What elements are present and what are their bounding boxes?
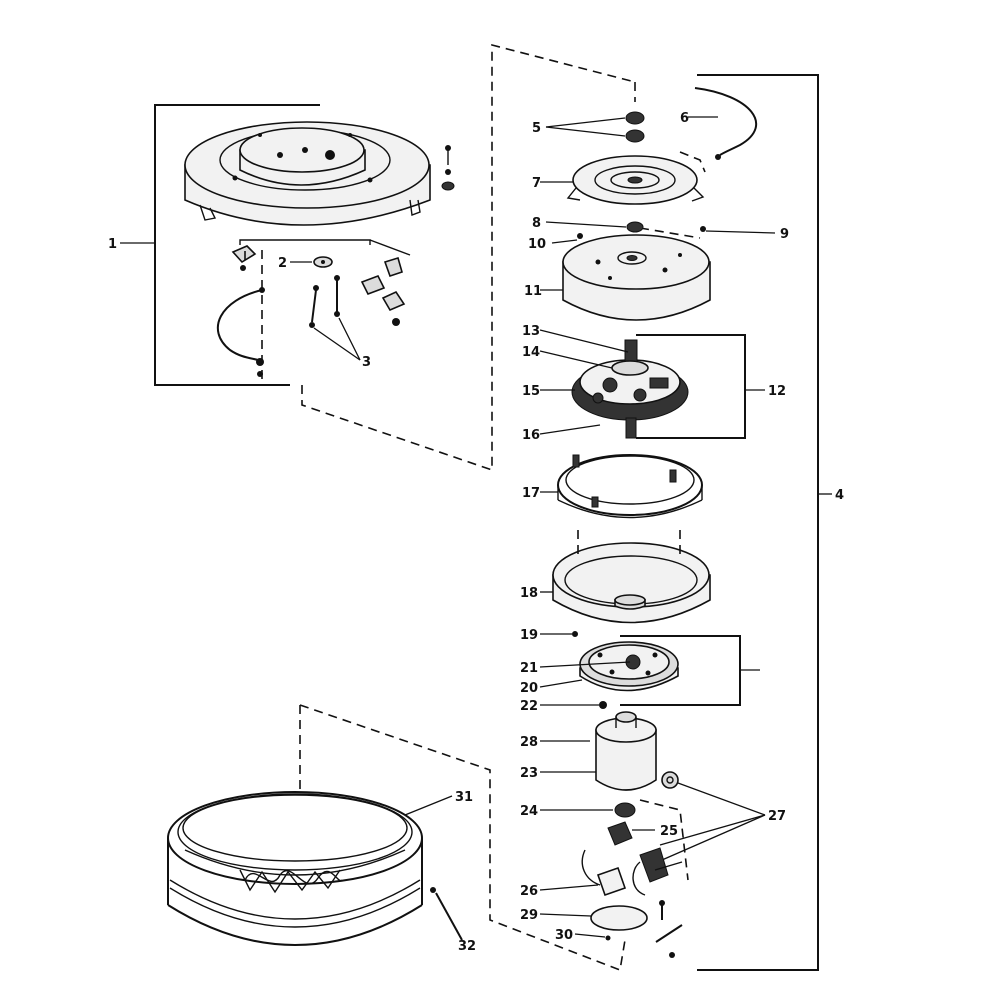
dashed-guides [244,43,706,972]
callout-1: 1 [108,237,117,252]
callout-5: 5 [532,121,541,136]
callout-10: 10 [528,237,546,252]
callout-12: 12 [768,384,786,399]
callout-24: 24 [520,804,538,819]
callout-2: 2 [278,256,287,271]
base-pan-18 [540,530,711,624]
callout-9: 9 [780,227,789,242]
callout-8: 8 [532,216,541,231]
washer-19 [540,631,578,637]
grommets-27 [659,771,766,861]
nut-24 [540,802,636,818]
spacer-8 [545,221,644,233]
bracket-under-cover [239,239,411,256]
callout-6: 6 [680,111,689,126]
pin-30 [574,933,611,941]
callout-29: 29 [520,908,538,923]
wire-harness-left [216,287,265,377]
callout-18: 18 [520,586,538,601]
top-cover [184,121,431,226]
disc-29 [539,905,648,931]
rotor-assembly-12 [539,329,765,439]
callout-31: 31 [455,790,473,805]
callout-28: 28 [520,735,538,750]
callout-3: 3 [362,355,371,370]
capacitor-23 [540,711,657,791]
nut-22 [540,701,607,709]
lead-wire-6 [688,87,758,160]
screw-32 [430,887,463,941]
basket-31 [167,791,453,946]
ring-17 [540,454,703,519]
washers-5 [545,111,645,143]
callout-11: 11 [524,284,542,299]
bolt-lower-right [655,900,683,958]
switch-assembly-bracket [620,635,760,706]
screw-stack-right [441,145,455,191]
clip-left [231,245,257,271]
switch-disc-20 [539,641,679,692]
callout-22: 22 [520,699,538,714]
washer-2 [290,256,333,268]
callout-25: 25 [660,824,678,839]
callout-13: 13 [522,324,540,339]
screw-10 [551,233,583,244]
callout-26: 26 [520,884,538,899]
callout-21: 21 [520,661,538,676]
callout-labels: 1 2 3 4 5 6 7 8 9 10 11 12 13 14 15 16 1… [108,111,844,954]
callout-16: 16 [522,428,540,443]
callout-19: 19 [520,628,538,643]
callout-14: 14 [522,345,540,360]
callout-17: 17 [522,486,540,501]
callout-32: 32 [458,939,476,954]
screws-3 [309,275,361,361]
switch-block-26 [539,866,627,897]
callout-15: 15 [522,384,540,399]
callout-20: 20 [520,681,538,696]
screw-9 [700,226,776,234]
callout-27: 27 [768,809,786,824]
top-plate-7 [540,155,705,205]
callout-7: 7 [532,176,541,191]
group-bracket-1 [120,104,320,386]
terminal-clips [360,256,406,326]
switch-25 [581,799,689,896]
group-bracket-4 [697,74,832,971]
housing-upper-11 [540,234,711,321]
callout-30: 30 [555,928,573,943]
callout-23: 23 [520,766,538,781]
callout-4: 4 [835,488,844,503]
